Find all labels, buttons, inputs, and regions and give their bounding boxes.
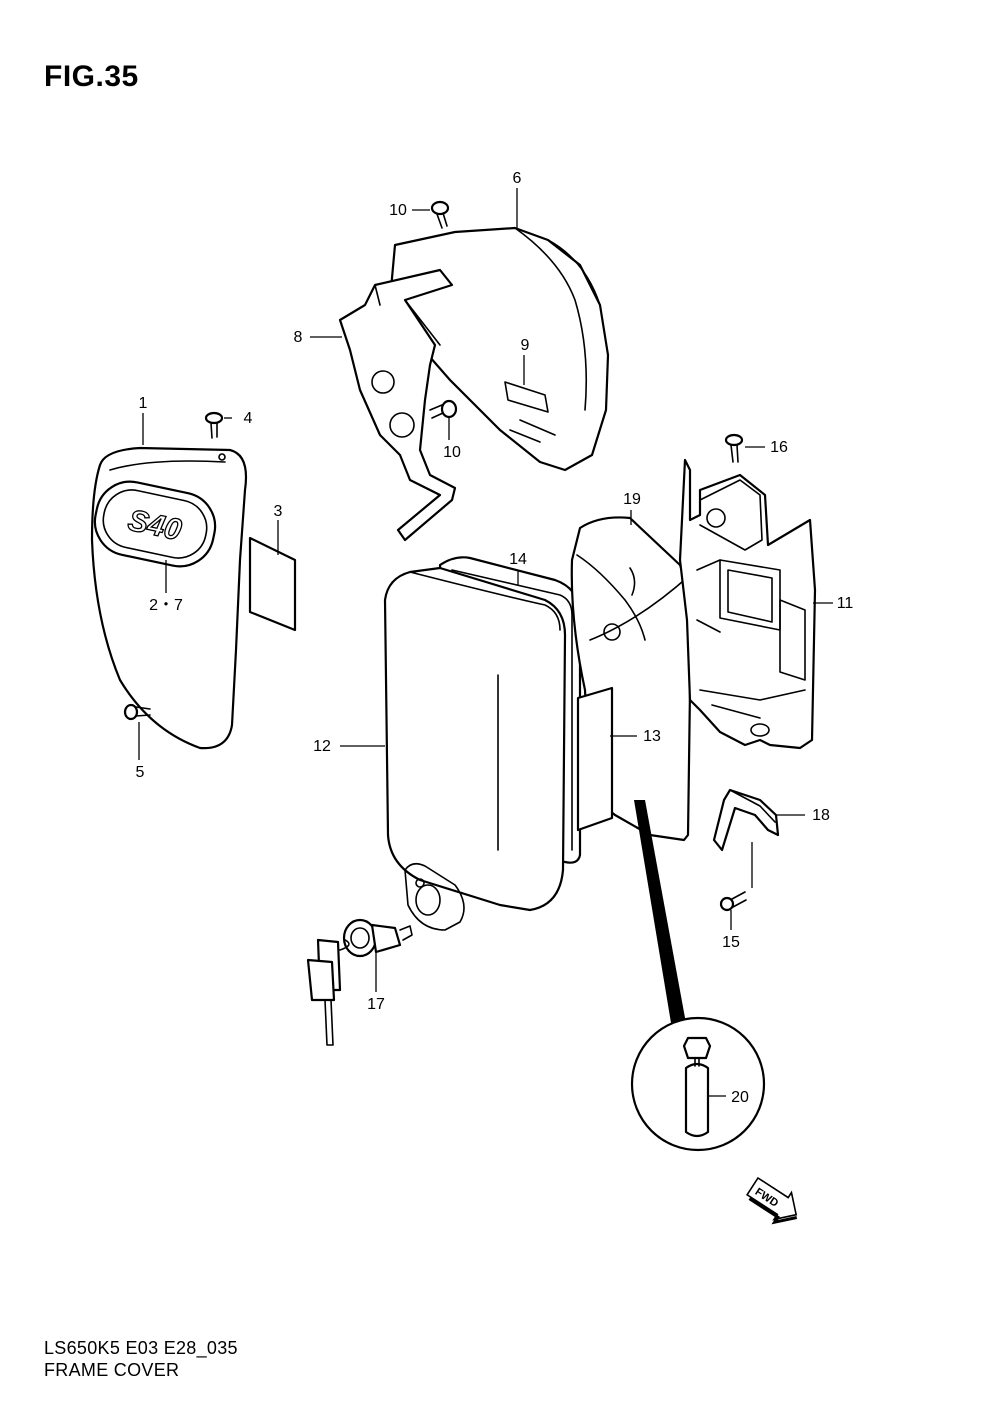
callout-19: 19 xyxy=(623,491,641,508)
part-16-screw xyxy=(724,433,744,463)
part-13-cushion xyxy=(576,686,614,832)
figure-title: FIG.35 xyxy=(44,60,139,93)
figure-caption: FRAME COVER xyxy=(44,1360,180,1380)
part-17-lock-set xyxy=(306,918,413,1046)
callout-10-top: 10 xyxy=(389,202,407,219)
callout-20: 20 xyxy=(731,1089,749,1106)
part-5-bolt xyxy=(123,703,151,721)
callout-5: 5 xyxy=(136,764,145,781)
part-11-holder xyxy=(678,458,817,750)
part-12-tool-box xyxy=(383,566,567,931)
part-10-screw-top xyxy=(430,200,450,229)
callout-4: 4 xyxy=(244,410,253,427)
callout-1: 1 xyxy=(139,395,148,412)
part-15-screw xyxy=(719,891,747,912)
callout-17: 17 xyxy=(367,996,385,1013)
part-4-screw xyxy=(204,411,224,439)
part-3-pad xyxy=(248,536,297,632)
callout-16: 16 xyxy=(770,439,788,456)
callout-13: 13 xyxy=(643,728,661,745)
callout-6: 6 xyxy=(513,170,522,187)
part-18-clip xyxy=(712,788,780,852)
part-8-bracket xyxy=(338,268,457,542)
leader-lines xyxy=(138,188,833,1097)
callout-14: 14 xyxy=(509,551,527,568)
detail-circle-20 xyxy=(630,1016,766,1152)
callout-18: 18 xyxy=(812,807,830,824)
callout-11: 11 xyxy=(837,595,854,612)
fwd-direction-arrow: FWD xyxy=(746,1176,798,1225)
part-1-side-cover: S40 xyxy=(90,446,248,750)
callout-12: 12 xyxy=(313,738,331,755)
callout-15: 15 xyxy=(722,934,740,951)
callout-labels: 1 2・7 3 4 5 6 8 9 10 10 11 12 13 14 15 1… xyxy=(136,170,854,1106)
callout-8: 8 xyxy=(294,329,303,346)
model-code: LS650K5 E03 E28_035 xyxy=(44,1338,238,1358)
detail-pointer-wedge xyxy=(634,800,690,1047)
callout-9: 9 xyxy=(521,337,530,354)
callout-2-7: 2・7 xyxy=(149,597,183,614)
callout-3: 3 xyxy=(274,503,283,520)
callout-10-mid: 10 xyxy=(443,444,461,461)
part-10-screw-mid xyxy=(429,399,458,419)
